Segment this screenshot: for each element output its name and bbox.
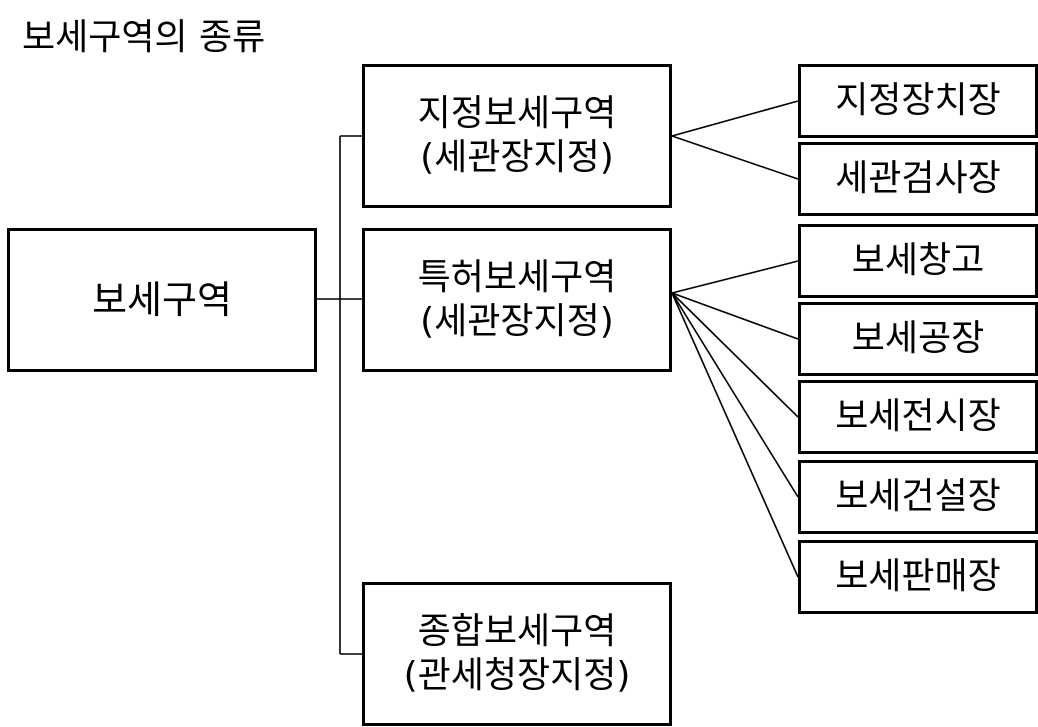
diagram-title: 보세구역의 종류 (22, 17, 266, 58)
leaf-node: 세관검사장 (798, 142, 1038, 216)
category-name: 종합보세구역 (417, 611, 617, 652)
leaf-label: 보세건설장 (835, 476, 1001, 517)
root-label: 보세구역 (92, 278, 232, 322)
category-node-comprehensive: 종합보세구역 (관세청장지정) (362, 582, 672, 726)
leaf-connector (671, 260, 799, 294)
category-node-licensed: 특허보세구역 (세관장지정) (362, 228, 672, 372)
leaf-label: 보세판매장 (835, 556, 1001, 597)
category-designation: (세관장지정) (420, 301, 614, 342)
leaf-label: 보세창고 (851, 240, 985, 281)
category-designation: (세관장지정) (420, 137, 614, 178)
leaf-node: 보세공장 (798, 302, 1038, 376)
leaf-node: 보세전시장 (798, 380, 1038, 454)
root-node: 보세구역 (7, 228, 317, 372)
leaf-connector (671, 292, 799, 578)
category-name: 지정보세구역 (417, 93, 617, 134)
leaf-connector (671, 100, 799, 137)
leaf-connector (671, 292, 799, 418)
leaf-connector (671, 135, 799, 180)
leaf-label: 세관검사장 (835, 158, 1001, 199)
leaf-node: 보세건설장 (798, 460, 1038, 534)
leaf-label: 지정장치장 (835, 80, 1001, 121)
leaf-label: 보세공장 (851, 318, 985, 359)
leaf-node: 보세판매장 (798, 540, 1038, 614)
leaf-connector (671, 292, 799, 340)
category-name: 특허보세구역 (417, 257, 617, 298)
category-designation: (관세청장지정) (403, 655, 631, 696)
category-node-designated: 지정보세구역 (세관장지정) (362, 64, 672, 208)
leaf-node: 지정장치장 (798, 64, 1038, 138)
leaf-node: 보세창고 (798, 224, 1038, 298)
leaf-label: 보세전시장 (835, 396, 1001, 437)
leaf-connector (671, 292, 799, 498)
